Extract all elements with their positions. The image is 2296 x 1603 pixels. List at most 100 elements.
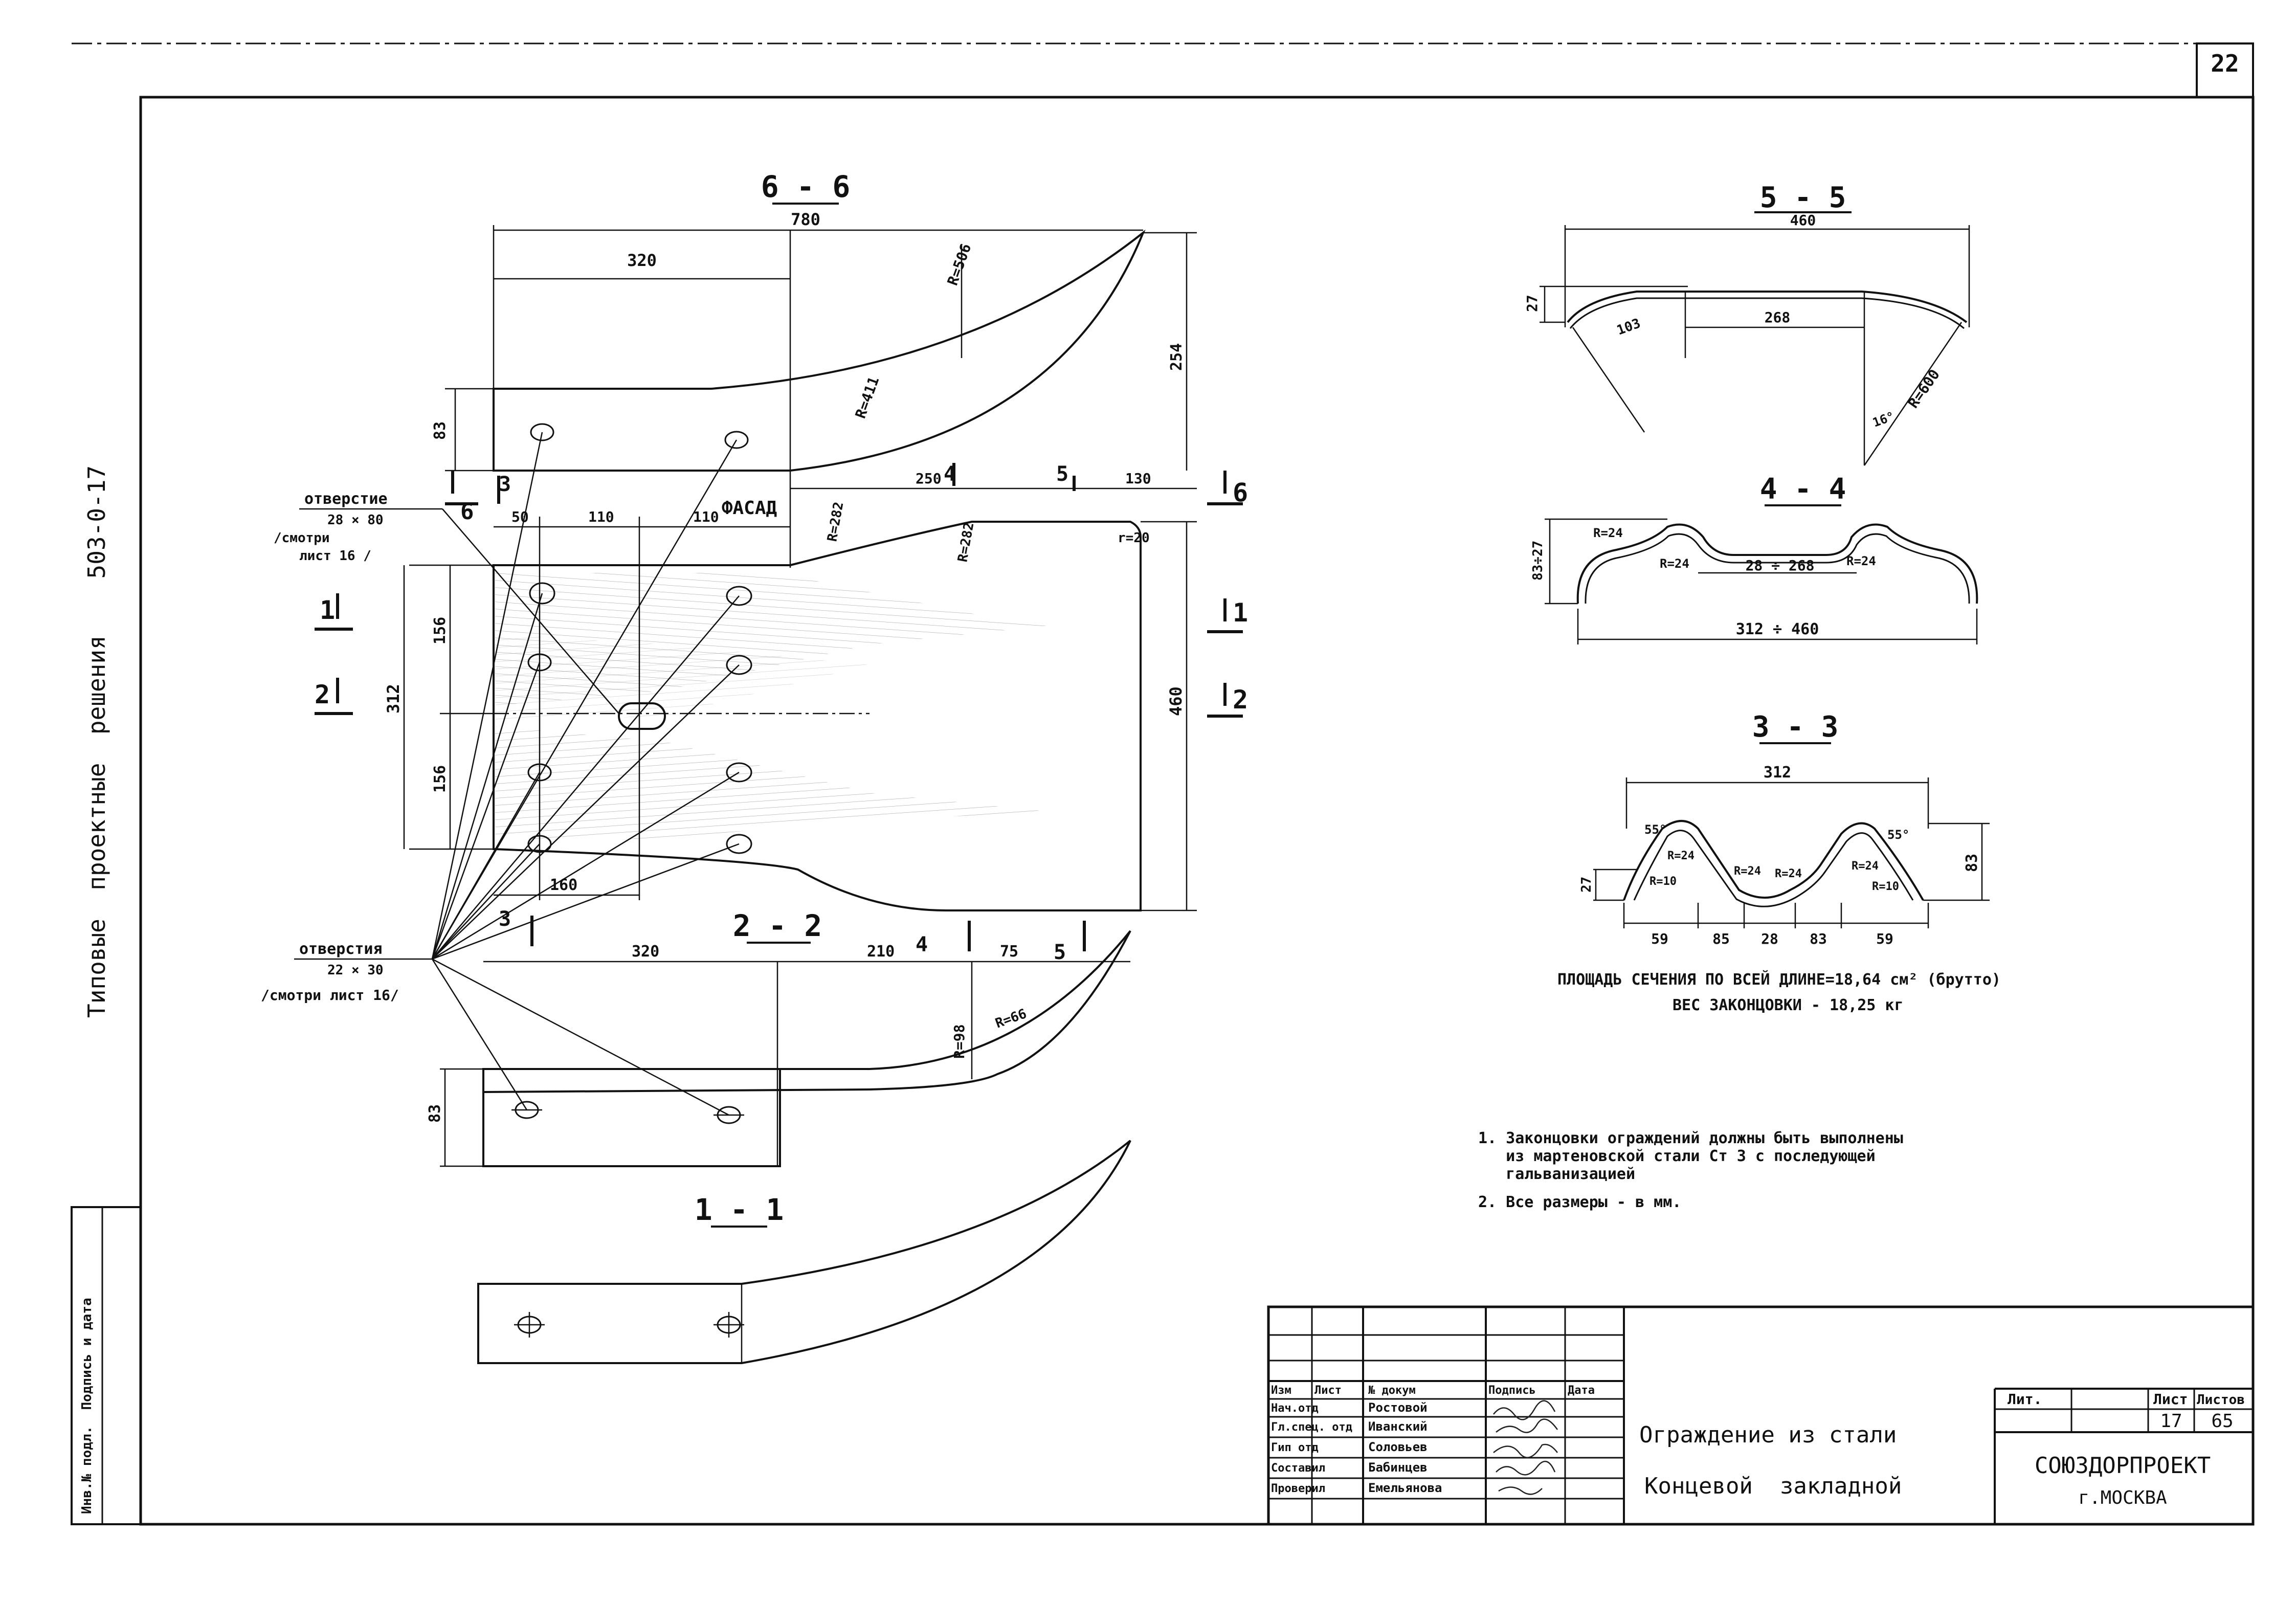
tb-title-line2: Концевой закладной (1644, 1473, 1902, 1499)
section-6-6: 6 - 6 780 320 R=506 R=411 254 83 (431, 169, 1197, 568)
dim-3-3-r24a: R=24 (1667, 850, 1695, 862)
tb-name-3: Соловьев (1368, 1440, 1428, 1454)
dim-facade-r20: r=20 (1118, 530, 1150, 546)
dim-5-5-r600: R=600 (1905, 366, 1943, 411)
tb-list-value: 17 (2160, 1411, 2182, 1432)
tb-name-1: Ростовой (1368, 1400, 1428, 1415)
dim-2-2-r98: R=98 (951, 1025, 968, 1059)
tb-header-dokum: № докум (1368, 1384, 1416, 1397)
dim-facade-250: 250 (916, 470, 942, 487)
dim-4-4-mid: 28 ÷ 268 (1746, 557, 1815, 574)
dim-3-3-r24b: R=24 (1734, 865, 1761, 878)
dim-3-3-h27: 27 (1579, 877, 1594, 893)
callout-top-line2: 28 × 80 (327, 513, 384, 528)
dim-facade-130: 130 (1125, 470, 1151, 487)
hole-callouts: отверстие 28 × 80 /смотри лист 16 / отве… (261, 432, 740, 1116)
dim-2-2-320: 320 (632, 943, 659, 961)
dim-3-3-r24d: R=24 (1852, 860, 1879, 873)
dim-facade-h312: 312 (384, 684, 403, 714)
tb-col-list: Лист (2153, 1391, 2188, 1408)
dim-facade-110b: 110 (693, 508, 719, 525)
tb-role-4: Составил (1271, 1462, 1325, 1475)
section-1-1: 1 - 1 (477, 1140, 1131, 1364)
tb-col-lit: Лит. (2008, 1391, 2042, 1408)
section-4-4: 4 - 4 83÷27 R=24 R=24 R=24 28 ÷ 268 312 … (1530, 473, 1978, 644)
dim-2-2-210: 210 (867, 943, 895, 961)
cut-mark-4-bottom: 4 (916, 933, 928, 956)
dim-6-6-r-inner: R=411 (852, 374, 883, 420)
dim-facade-h156a: 156 (431, 617, 449, 644)
cut-mark-5-top: 5 (1056, 462, 1068, 486)
dim-5-5-d103: 103 (1615, 316, 1642, 338)
cut-markers: 1 2 1 2 6 6 3 3 4 4 5 5 (315, 462, 1248, 964)
general-notes: 1. Законцовки ограждений должны быть вып… (1478, 1129, 1903, 1211)
section-3-3-label: 3 - 3 (1752, 710, 1839, 744)
tb-name-2: Иванский (1368, 1419, 1428, 1434)
callout-top-line3: /смотри (274, 530, 330, 546)
dim-facade-r282b: R=282 (955, 521, 977, 563)
dim-2-2-75: 75 (1000, 943, 1018, 961)
dim-3-3-b28: 28 (1761, 930, 1778, 947)
side-stamp: Инв.№ подл. Подпись и дата (79, 1298, 95, 1514)
tb-col-listov: Листов (2197, 1392, 2245, 1408)
tb-name-5: Емельянова (1368, 1481, 1442, 1495)
dim-facade-r282a: R=282 (824, 501, 846, 543)
note-line-2: из мартеновской стали Ст 3 с последующей (1478, 1147, 1876, 1165)
tb-role-3: Гип отд (1271, 1441, 1319, 1454)
dim-5-5-d268: 268 (1765, 309, 1791, 326)
side-title: Типовые проектные решения 503-0-17 (83, 465, 110, 1018)
cut-mark-2-left: 2 (315, 680, 330, 709)
cut-mark-3-bottom: 3 (499, 907, 511, 931)
dim-3-3-a55l: 55° (1644, 822, 1666, 837)
section-5-5: 5 - 5 460 27 103 268 R=600 16° (1524, 181, 1970, 466)
cut-mark-1-right: 1 (1233, 598, 1248, 628)
dim-facade-h460: 460 (1166, 686, 1186, 716)
dim-facade-110a: 110 (588, 508, 614, 525)
callout-bot-line2: 22 × 30 (327, 963, 384, 978)
dim-4-4-r24b: R=24 (1660, 556, 1689, 571)
tb-role-2: Гл.спец. отд (1271, 1421, 1352, 1434)
dim-3-3-b59a: 59 (1651, 930, 1668, 947)
dim-5-5-h27: 27 (1524, 295, 1541, 312)
page-number: 22 (2211, 50, 2239, 77)
cut-mark-6-left: 6 (460, 499, 474, 525)
dim-4-4-r24a: R=24 (1593, 526, 1623, 540)
sheet-frame: 22 Инв.№ подл. Подпись и дата Типовые пр… (71, 42, 2255, 1526)
dim-4-4-h: 83÷27 (1530, 541, 1546, 581)
dim-2-2-h83: 83 (426, 1104, 444, 1123)
dim-5-5-angle: 16° (1870, 409, 1896, 430)
tb-listov-value: 65 (2211, 1411, 2233, 1432)
cut-mark-3-top: 3 (499, 473, 511, 496)
dim-6-6-part: 320 (627, 251, 657, 270)
dim-4-4-r24c: R=24 (1846, 554, 1876, 568)
callout-top-line1: отверстие (304, 490, 388, 508)
facade-label: ФАСАД (722, 498, 777, 519)
note-line-1: 1. Законцовки ограждений должны быть вып… (1478, 1129, 1903, 1147)
callout-bot-line1: отверстия (299, 940, 383, 958)
note-line-3: гальванизацией (1478, 1165, 1635, 1183)
area-note-line1: ПЛОЩАДЬ СЕЧЕНИЯ ПО ВСЕЙ ДЛИНЕ=18,64 см² … (1557, 970, 2001, 989)
dim-3-3-r10b: R=10 (1872, 880, 1899, 893)
dim-3-3-b83: 83 (1810, 930, 1827, 947)
area-note-line2: ВЕС ЗАКОНЦОВКИ - 18,25 кг (1673, 996, 1904, 1014)
section-1-1-label: 1 - 1 (695, 1192, 784, 1227)
cut-mark-4-top: 4 (944, 462, 956, 486)
dim-6-6-total: 780 (791, 210, 820, 229)
facade-view: ФАСАД 50 110 110 250 130 R=282 R=282 r=2… (384, 470, 1197, 911)
section-6-6-label: 6 - 6 (761, 169, 851, 204)
section-4-4-label: 4 - 4 (1760, 473, 1846, 506)
signature-scribbles (1493, 1400, 1558, 1495)
section-5-5-label: 5 - 5 (1760, 181, 1846, 214)
tb-title-line1: Ограждение из стали (1639, 1422, 1897, 1448)
dim-6-6-left-h: 83 (431, 421, 449, 440)
dim-6-6-r-outer: R=506 (944, 241, 975, 287)
tb-role-1: Нач.отд (1271, 1402, 1319, 1415)
dim-3-3-b59b: 59 (1876, 930, 1893, 947)
dim-3-3-width: 312 (1764, 764, 1791, 782)
dim-3-3-r24c: R=24 (1775, 867, 1802, 880)
tb-header-podpis: Подпись (1488, 1384, 1536, 1397)
callout-top-line4: лист 16 / (299, 548, 371, 564)
cut-mark-5-bottom: 5 (1054, 941, 1066, 964)
tb-org-line2: г.МОСКВА (2078, 1487, 2167, 1508)
dim-3-3-r10a: R=10 (1649, 875, 1677, 888)
